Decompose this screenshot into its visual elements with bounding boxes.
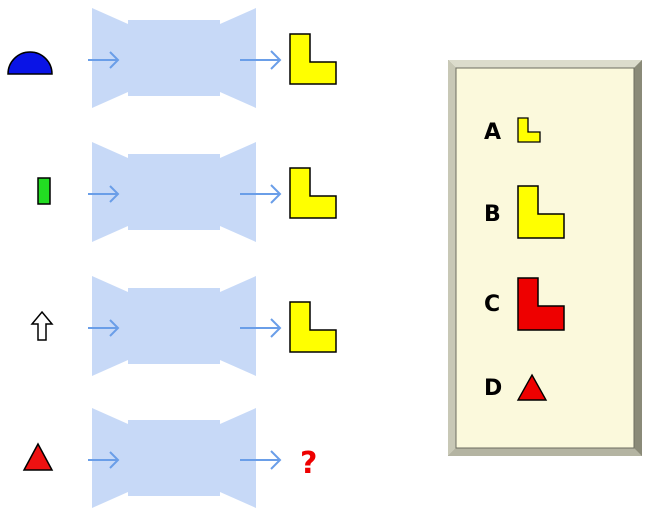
option-c-red-l-icon — [517, 277, 565, 331]
option-letter: C — [484, 292, 501, 317]
option-letter: B — [484, 202, 501, 227]
option-letter: D — [484, 376, 503, 401]
machine-row-2 — [0, 142, 360, 242]
arrow-right-icon — [240, 184, 282, 204]
option-b[interactable]: B — [484, 184, 574, 240]
option-a-small-l-icon — [517, 117, 541, 143]
machine-icon — [88, 276, 262, 376]
output-l-shape-icon — [289, 167, 337, 219]
input-rectangle-icon — [37, 177, 51, 205]
arrow-right-icon — [240, 50, 282, 70]
input-triangle-icon — [22, 442, 54, 471]
machine-row-1 — [0, 8, 360, 108]
unknown-output-mark: ? — [300, 446, 318, 481]
option-d-triangle-icon — [516, 373, 548, 401]
answer-options-panel: A B C D — [448, 60, 642, 456]
panel-frame — [448, 60, 642, 456]
option-d[interactable]: D — [484, 372, 554, 412]
machine-row-3 — [0, 276, 360, 376]
machine-icon — [88, 142, 262, 242]
option-c[interactable]: C — [484, 276, 574, 332]
machine-icon — [88, 408, 262, 508]
arrow-right-icon — [240, 450, 282, 470]
machine-row-4 — [0, 408, 360, 508]
arrow-right-icon — [240, 318, 282, 338]
machine-icon — [88, 8, 262, 108]
input-up-arrow-icon — [30, 310, 54, 341]
output-l-shape-icon — [289, 33, 337, 85]
option-b-large-l-icon — [517, 185, 565, 239]
option-letter: A — [484, 120, 502, 145]
input-semicircle-icon — [7, 51, 53, 75]
output-l-shape-icon — [289, 301, 337, 353]
option-a[interactable]: A — [484, 116, 554, 156]
